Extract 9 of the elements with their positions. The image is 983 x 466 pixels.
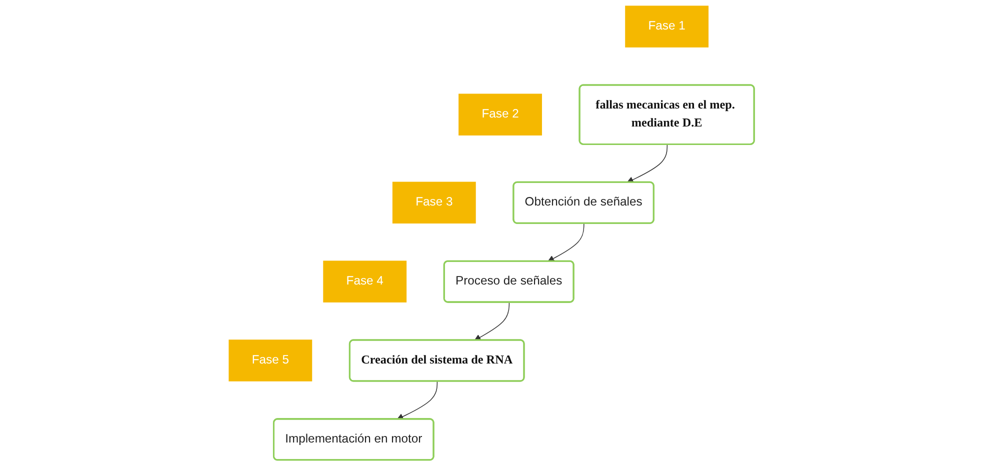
node-box: Fase 5 [228,340,312,382]
node-box: Fase 4 [323,260,406,302]
arrow [626,144,668,183]
arrow [548,223,584,262]
arrow [474,302,510,341]
node-box: Fase 1 [625,6,708,48]
arrow [396,380,438,420]
node-box: Fase 2 [458,94,542,136]
node-box: Fase 3 [392,182,476,224]
